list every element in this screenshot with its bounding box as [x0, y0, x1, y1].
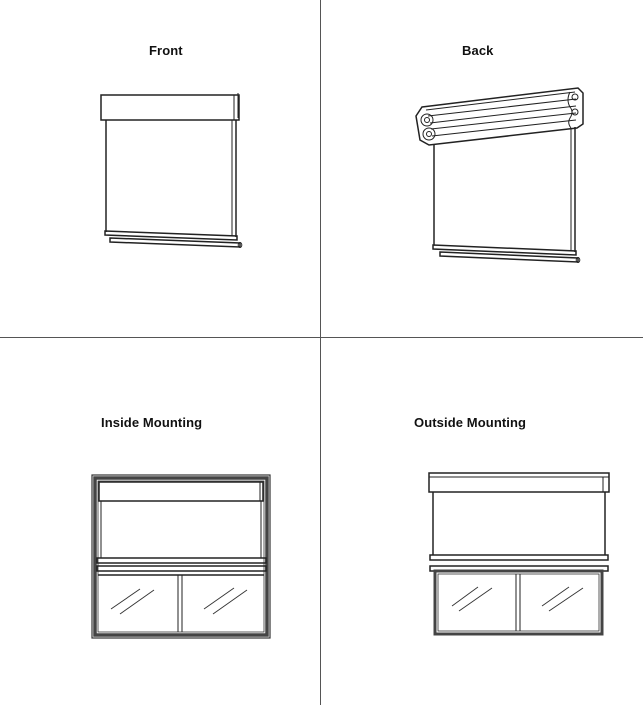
back-roller-shade-illustration [415, 87, 584, 263]
inside-mounting-illustration [91, 474, 271, 639]
horizontal-divider [0, 337, 643, 338]
vertical-divider [320, 0, 321, 705]
inside-mounting-title: Inside Mounting [101, 415, 203, 430]
back-view-title: Back [462, 43, 494, 58]
front-roller-shade-illustration [100, 93, 243, 248]
outside-mounting-illustration [428, 472, 610, 636]
outside-mounting-title: Outside Mounting [414, 415, 527, 430]
front-view-title: Front [149, 43, 183, 58]
